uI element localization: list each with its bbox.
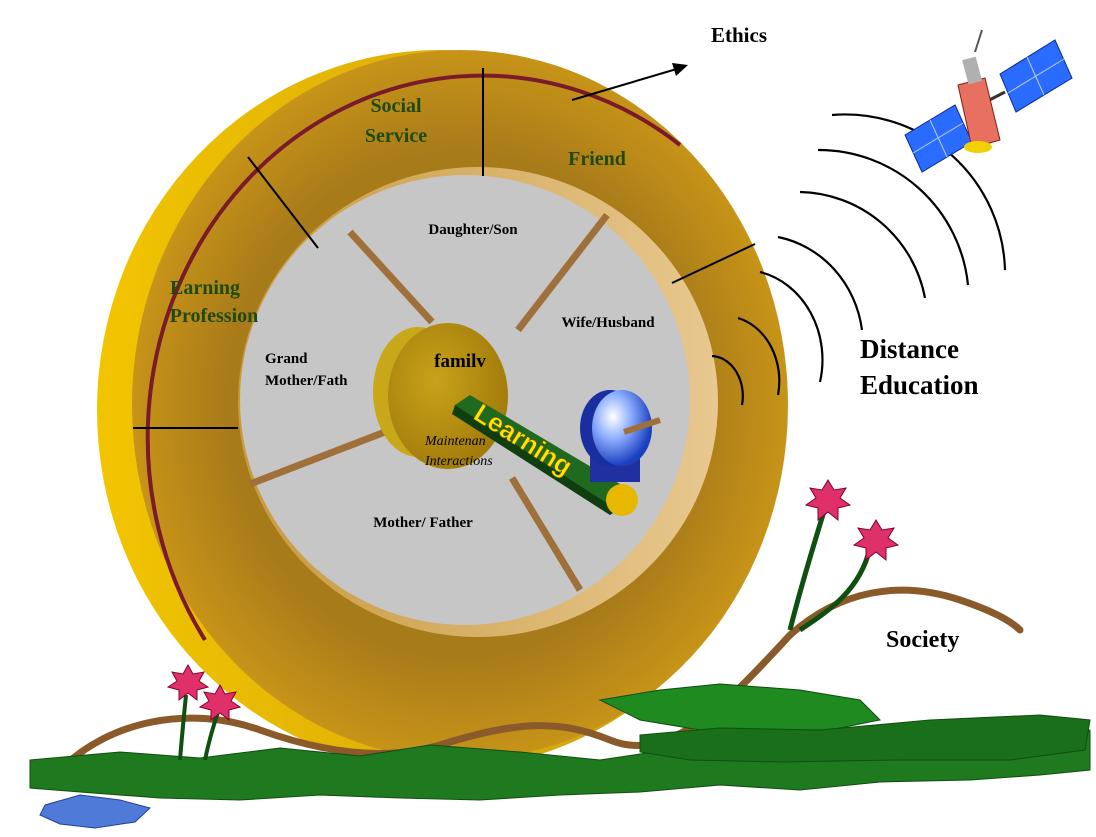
grass xyxy=(29,683,1091,829)
label-maintenance: Maintenan xyxy=(424,434,486,449)
family-hub xyxy=(388,323,508,469)
ethics-arrow xyxy=(571,63,688,101)
label-family: familv xyxy=(434,351,486,372)
label-profession: Profession xyxy=(170,305,259,327)
label-friend: Friend xyxy=(568,148,626,170)
society-path xyxy=(56,586,1024,774)
label-mother-father: Mother/ Father xyxy=(373,515,473,531)
spoke xyxy=(509,476,583,592)
spoke xyxy=(515,212,610,333)
label-wife-husband: Wife/Husband xyxy=(561,315,655,331)
satellite-icon xyxy=(904,29,1073,173)
label-interactions: Interactions xyxy=(424,454,493,469)
label-ethics: Ethics xyxy=(711,23,767,47)
label-society: Society xyxy=(886,627,959,653)
blue-disc-icon xyxy=(580,390,661,482)
flower-right-2 xyxy=(798,519,900,633)
label-earning: Earning xyxy=(170,277,240,299)
ethics-outline-arc xyxy=(145,73,682,642)
learning-rod xyxy=(452,395,638,516)
label-daughter-son: Daughter/Son xyxy=(428,222,518,238)
flower-right-1 xyxy=(787,479,852,631)
spoke xyxy=(347,229,435,325)
label-distance: Distance xyxy=(860,334,959,364)
label-social-service: Social xyxy=(370,95,422,117)
signal-waves-icon xyxy=(711,113,1007,406)
label-grand: Grand xyxy=(265,351,308,367)
ring-divider xyxy=(671,243,756,284)
label-mother-fath: Mother/Fath xyxy=(265,373,348,389)
ring-divider xyxy=(247,156,319,249)
flower-left-1 xyxy=(166,663,210,761)
spoke xyxy=(248,428,387,488)
flower-left-2 xyxy=(198,683,242,761)
label-social-service-2: Service xyxy=(365,125,427,147)
label-education: Education xyxy=(860,370,979,400)
